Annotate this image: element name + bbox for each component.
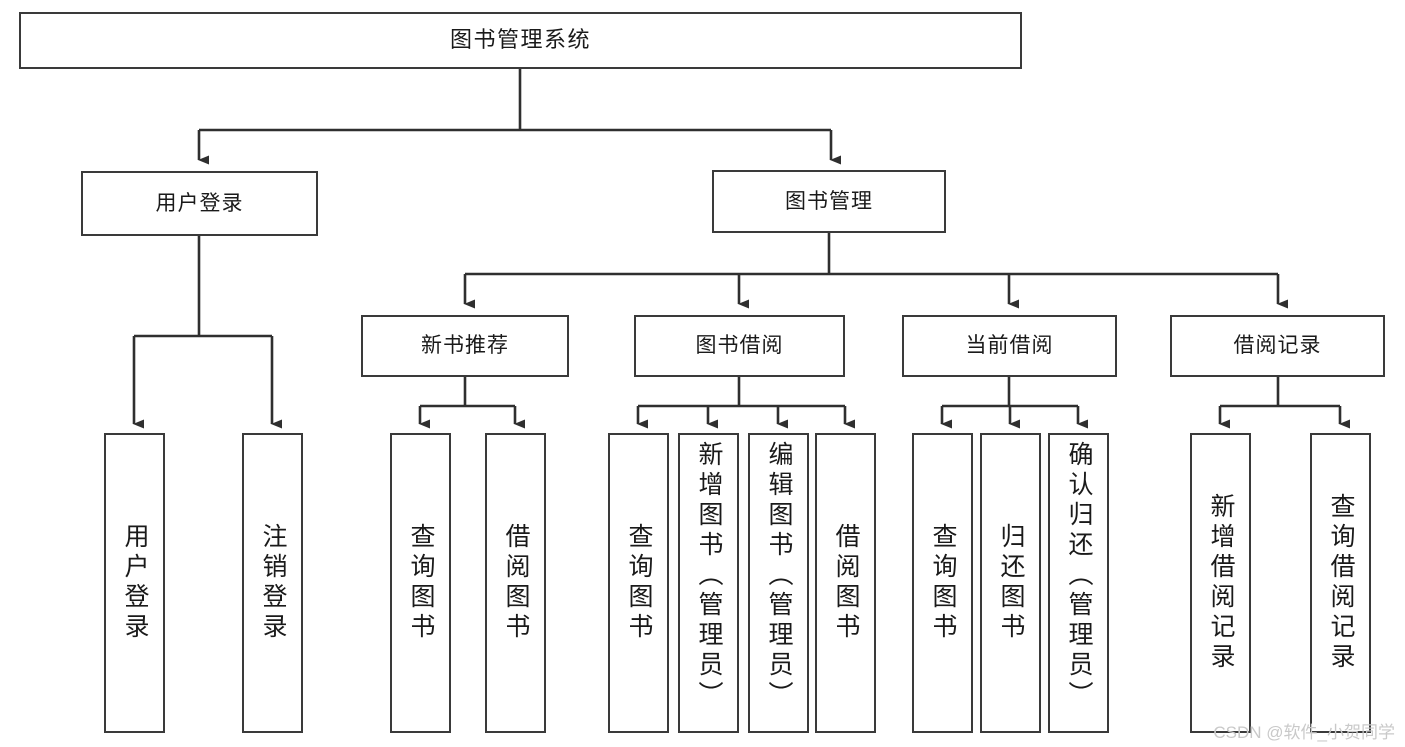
node-label: 图书借阅 <box>695 334 784 358</box>
leaf-borrow-record-add-record[interactable]: 新增借阅记录 <box>1190 433 1251 733</box>
leaf-borrow-record-query-record[interactable]: 查询借阅记录 <box>1310 433 1371 733</box>
node-label: 查询图书 <box>929 523 957 643</box>
leaf-book-borrow-edit-book-admin[interactable]: 编辑图书（管理员） <box>748 433 809 733</box>
leaf-book-borrow-query-book[interactable]: 查询图书 <box>608 433 669 733</box>
node-current-borrow[interactable]: 当前借阅 <box>902 315 1117 377</box>
node-user-login[interactable]: 用户登录 <box>81 171 318 236</box>
node-label: 新增图书（管理员） <box>695 441 723 711</box>
leaf-new-book-borrow-book[interactable]: 借阅图书 <box>485 433 546 733</box>
watermark-text: CSDN @软件_小贺同学 <box>1213 723 1395 742</box>
node-label: 图书管理 <box>785 189 873 213</box>
node-label: 借阅图书 <box>832 523 860 643</box>
node-root-book-management-system[interactable]: 图书管理系统 <box>19 12 1022 69</box>
node-label: 查询图书 <box>407 523 435 643</box>
node-label: 查询图书 <box>625 523 653 643</box>
leaf-user-login-logout[interactable]: 注销登录 <box>242 433 303 733</box>
node-label: 新书推荐 <box>421 334 509 358</box>
leaf-book-borrow-borrow-book[interactable]: 借阅图书 <box>815 433 876 733</box>
node-borrow-record[interactable]: 借阅记录 <box>1170 315 1385 377</box>
node-label: 当前借阅 <box>965 334 1054 358</box>
node-label: 图书管理系统 <box>449 27 591 53</box>
leaf-new-book-query-book[interactable]: 查询图书 <box>390 433 451 733</box>
node-label: 用户登录 <box>121 523 149 643</box>
node-label: 借阅记录 <box>1233 334 1322 358</box>
node-book-management[interactable]: 图书管理 <box>712 170 946 233</box>
leaf-current-borrow-confirm-return-admin[interactable]: 确认归还（管理员） <box>1048 433 1109 733</box>
node-label: 借阅图书 <box>502 523 530 643</box>
node-label: 用户登录 <box>155 191 244 215</box>
node-label: 确认归还（管理员） <box>1065 441 1093 711</box>
leaf-current-borrow-query-book[interactable]: 查询图书 <box>912 433 973 733</box>
node-label: 编辑图书（管理员） <box>765 441 793 711</box>
node-label: 归还图书 <box>997 523 1025 643</box>
node-label: 注销登录 <box>259 523 287 643</box>
leaf-book-borrow-add-book-admin[interactable]: 新增图书（管理员） <box>678 433 739 733</box>
node-label: 查询借阅记录 <box>1327 493 1355 673</box>
node-book-borrow[interactable]: 图书借阅 <box>634 315 845 377</box>
leaf-current-borrow-return-book[interactable]: 归还图书 <box>980 433 1041 733</box>
leaf-user-login-login[interactable]: 用户登录 <box>104 433 165 733</box>
node-label: 新增借阅记录 <box>1207 493 1235 673</box>
node-new-book-recommend[interactable]: 新书推荐 <box>361 315 569 377</box>
